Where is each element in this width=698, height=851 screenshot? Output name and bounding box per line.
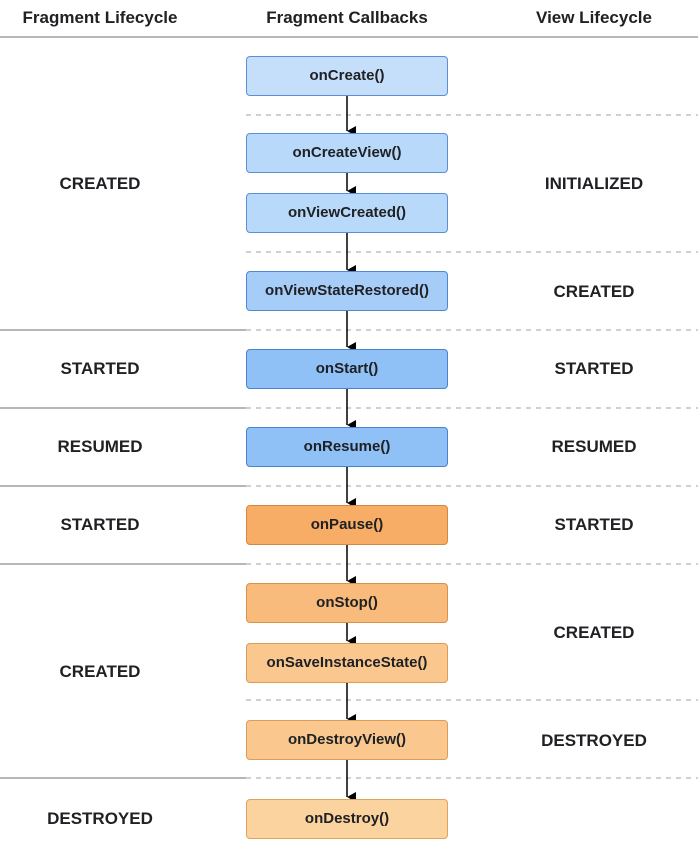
callback-on-destroy: onDestroy() [246,799,448,839]
fragment-state-created: CREATED [59,174,141,193]
callback-on-view-created: onViewCreated() [246,193,448,233]
callback-on-create: onCreate() [246,56,448,96]
view-state-started: STARTED [554,515,634,534]
fragment-state-started: STARTED [60,359,140,378]
view-state-initialized: INITIALIZED [544,174,644,193]
fragment-state-started: STARTED [60,515,140,534]
view-state-created: CREATED [553,623,635,642]
header-fragment-callbacks: Fragment Callbacks [266,8,428,27]
view-state-created: CREATED [553,282,635,301]
callback-on-view-state-restored: onViewStateRestored() [246,271,448,311]
callback-on-start: onStart() [246,349,448,389]
fragment-state-destroyed: DESTROYED [47,809,153,828]
view-state-started: STARTED [554,359,634,378]
callback-on-pause: onPause() [246,505,448,545]
callback-on-save-instance-state: onSaveInstanceState() [246,643,448,683]
header-view-lifecycle: View Lifecycle [536,8,652,27]
callback-on-destroy-view: onDestroyView() [246,720,448,760]
callback-on-resume: onResume() [246,427,448,467]
callback-on-create-view: onCreateView() [246,133,448,173]
fragment-state-created: CREATED [59,662,141,681]
view-state-resumed: RESUMED [551,437,637,456]
callback-on-stop: onStop() [246,583,448,623]
view-state-destroyed: DESTROYED [541,731,647,750]
header-fragment-lifecycle: Fragment Lifecycle [22,8,178,27]
fragment-state-resumed: RESUMED [57,437,143,456]
